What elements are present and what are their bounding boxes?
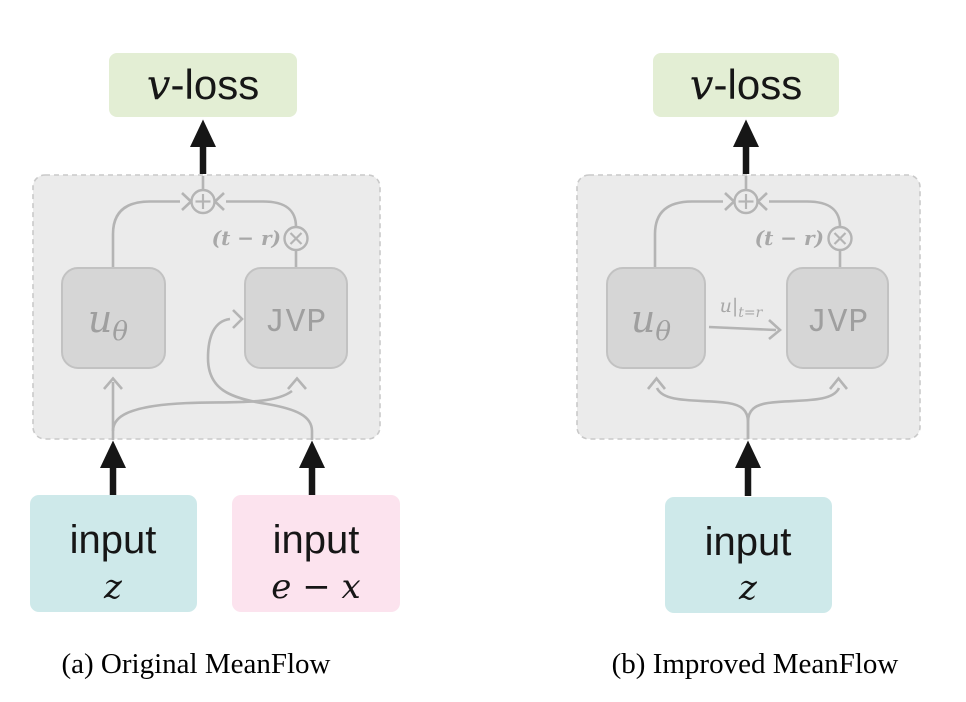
jvp-label-a: JVP: [265, 304, 327, 341]
input-ex-box-a: [232, 495, 400, 612]
input-z-math-b: z: [738, 568, 758, 608]
caption-a: (a) Original MeanFlow: [62, 648, 331, 680]
wire-unet-to-sum-a: [111, 200, 180, 268]
edge-label-bar-b: |: [732, 295, 738, 317]
unet-label-base-b: u: [631, 297, 655, 341]
scale-label-b: (t − r): [755, 226, 824, 250]
input-ex-title-a: input: [273, 518, 360, 562]
jvp-box-b: [786, 267, 889, 369]
multiply-node-b: [827, 225, 853, 252]
unet-label-sub-a: θ: [112, 317, 128, 347]
wire-fork-to-unet-b: [655, 387, 750, 439]
unet-label-sub-b: θ: [655, 317, 671, 347]
arrowhead-into-jvp-left-b: [768, 319, 782, 341]
wire-ex-to-jvp-a: [206, 317, 314, 440]
sum-node-b: [733, 188, 759, 215]
jvp-label-b: JVP: [807, 304, 869, 341]
input-z-title-a: input: [70, 518, 157, 562]
arrow-to-loss-a: [190, 119, 216, 174]
input-z-box-a: [30, 495, 197, 612]
wire-scale-to-sum-a: [226, 200, 298, 228]
arrow-z-input-b: [735, 440, 761, 496]
vloss-label-b: v-loss: [690, 60, 802, 109]
edge-label-b: u|t=r: [720, 295, 764, 321]
unet-box-b: [606, 267, 706, 369]
arrowhead-into-jvp-bottom-a: [287, 376, 307, 390]
unet-label-b: uθ: [631, 297, 671, 347]
vloss-box-b: [653, 53, 839, 117]
arrow-to-loss-b: [733, 119, 759, 174]
sum-node-a: [190, 188, 216, 215]
edge-label-base-b: u: [720, 295, 732, 317]
wire-fork-to-jvp-b: [746, 387, 841, 439]
jvp-box-a: [244, 267, 348, 369]
vloss-label-a: v-loss: [147, 60, 259, 109]
panel-a: (t − r) uθ JVP v-loss input z input e − …: [30, 53, 400, 680]
input-z-math-a: z: [103, 567, 123, 607]
caption-b: (b) Improved MeanFlow: [612, 648, 899, 680]
wire-scale-to-sum-b: [769, 200, 842, 228]
wire-unet-to-sum-b: [653, 200, 723, 268]
edge-label-sub-b: t=r: [738, 305, 763, 321]
wire-z-to-jvp-a: [111, 389, 293, 432]
arrowhead-into-unet-a: [103, 376, 123, 390]
vloss-math-a: v: [147, 60, 171, 109]
input-z-title-b: input: [705, 520, 792, 564]
scale-label-a: (t − r): [212, 226, 281, 250]
unet-label-base-a: u: [88, 297, 112, 341]
arrow-z-input-a: [100, 440, 126, 496]
arrowhead-into-jvp-left-a: [232, 309, 244, 329]
vloss-box-a: [109, 53, 297, 117]
input-z-box-b: [665, 497, 832, 613]
vloss-suffix-b: -loss: [714, 61, 803, 108]
panel-b: u|t=r (t − r) uθ JVP v-loss: [576, 53, 921, 680]
wire-unet-to-jvp-b: [708, 325, 777, 332]
input-ex-math-a: e − x: [271, 567, 360, 607]
arrowhead-into-jvp-bottom-b: [828, 376, 849, 390]
unet-label-a: uθ: [88, 297, 128, 347]
vloss-suffix-a: -loss: [171, 61, 260, 108]
multiply-node-a: [283, 225, 309, 252]
unet-box-a: [61, 267, 166, 369]
arrow-ex-input-a: [299, 440, 325, 496]
arrowhead-into-unet-b: [646, 376, 667, 390]
vloss-math-b: v: [690, 60, 714, 109]
